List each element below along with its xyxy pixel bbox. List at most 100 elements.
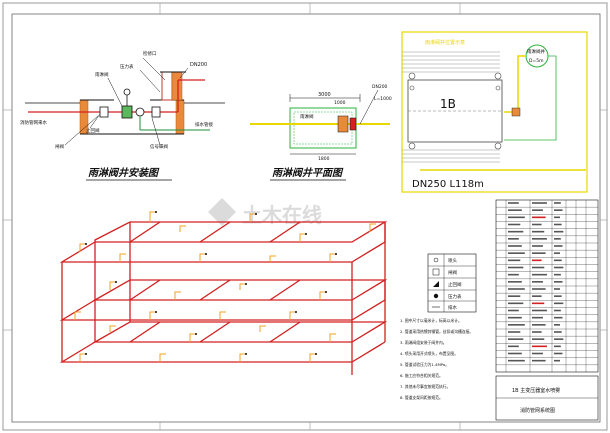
table-cell-text — [554, 302, 564, 305]
sprinkler-heads — [85, 211, 337, 355]
table-cell-text — [554, 316, 563, 319]
note-6: 6. 施工应符合相关规范。 — [400, 373, 443, 378]
table-cell-text — [554, 245, 563, 247]
dim-1800: 1800 — [318, 156, 330, 162]
table-cell-text — [554, 259, 562, 262]
table-cell-text — [532, 266, 545, 269]
note-1: 1. 图中尺寸以毫米计，标高以米计。 — [400, 318, 462, 323]
table-cell-text — [554, 238, 561, 240]
table-cell-text — [532, 295, 542, 297]
table-cell-text — [532, 273, 547, 276]
table-cell-text — [508, 295, 521, 297]
table-cell-text — [554, 202, 561, 204]
legend-row-1: 喷头 — [448, 257, 457, 264]
table-cell-text — [554, 209, 563, 211]
note-2: 2. 管道采用热镀锌钢管，丝扣或沟槽连接。 — [400, 329, 473, 334]
dim-1000: 1000 — [334, 100, 346, 106]
table-cell-text — [532, 331, 542, 333]
inner-border — [11, 13, 601, 423]
table-cell-text — [508, 302, 524, 305]
table-cell-text — [508, 202, 519, 204]
table-cell-text — [532, 324, 546, 326]
table-cell-text — [554, 230, 564, 233]
table-cell-text — [508, 216, 525, 219]
table-cell-text — [532, 359, 546, 362]
table-cell-text — [508, 245, 522, 247]
note-5: 5. 管道试验压力为1.4MPa。 — [400, 362, 449, 367]
table-cell-text — [532, 288, 546, 290]
plan-pipe-note: DN200 — [372, 84, 388, 90]
border-ticks — [3, 3, 607, 430]
legend-row-4: 压力表 — [448, 293, 462, 300]
plan-valve-label: 雨淋阀 — [300, 113, 314, 120]
legend-table: 喷头 闸阀 止回阀 压力表 排水 — [427, 253, 477, 313]
well-size: D=5m — [529, 58, 543, 64]
well-wall-right — [175, 99, 185, 135]
table-cell-text — [508, 230, 524, 233]
table-cell-text — [532, 345, 547, 348]
building-label: 1B — [440, 97, 456, 111]
note-4: 4. 喷头采用开式喷头，布置见图。 — [400, 351, 458, 356]
legend-row-2: 闸阀 — [448, 269, 457, 276]
dim-3000: 3000 — [318, 92, 331, 98]
table-cell-text — [532, 316, 543, 319]
label-pressure-gauge: 压力表 — [120, 63, 134, 70]
site-pipe-label: DN250 L118m — [412, 179, 484, 190]
table-cell-text — [532, 202, 547, 204]
table-cell-text — [554, 216, 560, 219]
title-block: 1B 主变压器室水喷雾 消防管网系统图 — [495, 375, 599, 421]
table-cell-text — [508, 345, 519, 348]
watermark-text: 土木在线 — [242, 203, 322, 227]
table-cell-text — [532, 245, 543, 247]
table-cell-text — [554, 281, 563, 283]
table-cell-text — [508, 338, 524, 340]
sprinkler-risers — [74, 211, 376, 362]
well-name: 雨淋阀井 — [527, 48, 545, 55]
legend-row-3: 止回阀 — [448, 281, 462, 288]
label-dn200: DN200 — [190, 62, 207, 68]
table-cell-text — [554, 295, 562, 297]
label-drain: 排水管接 — [195, 121, 213, 128]
table-cell-text — [508, 331, 521, 333]
table-cell-text — [532, 259, 542, 262]
table-cell-text — [554, 273, 561, 276]
table-cell-text — [554, 338, 564, 340]
table-cell-text — [554, 352, 563, 355]
table-cell-text — [508, 316, 522, 319]
note-7: 7. 其他未尽事宜按规范执行。 — [400, 384, 450, 389]
table-cell-text — [508, 324, 525, 326]
table-cell-text — [532, 302, 545, 305]
valve-well-plan: 3000 1000 DN200 L=1000 雨淋阀 1800 雨淋阀井平面图 — [250, 84, 392, 181]
label-gate-valve: 闸阀 — [55, 143, 64, 150]
table-cell-text — [554, 309, 561, 312]
table-cell-text — [508, 281, 522, 283]
table-cell-text — [554, 331, 562, 333]
label-signal-valve: 信号蝶阀 — [150, 143, 168, 150]
table-cell-text — [532, 238, 547, 240]
table-cell-text — [554, 359, 560, 362]
title-project: 1B 主变压器室水喷雾 — [512, 387, 560, 394]
table-cell-text — [532, 209, 543, 211]
note-3: 3. 雨淋阀组安装于阀井内。 — [400, 340, 447, 345]
plan-title: 雨淋阀井平面图 — [272, 167, 344, 179]
table-cell-text — [508, 223, 521, 226]
title-sheet: 消防管网系统图 — [520, 407, 555, 414]
section-title: 雨淋阀井安装图 — [88, 167, 160, 179]
table-cell-text — [532, 252, 546, 254]
table-cell-text — [508, 352, 522, 355]
site-plan-caption: 雨淋阀井位置示意 — [425, 39, 465, 46]
table-cell-text — [508, 359, 525, 362]
table-cell-text — [554, 223, 562, 226]
label-manhole: 检修口 — [143, 50, 157, 57]
table-cell-text — [554, 252, 560, 254]
table-cell-text — [532, 223, 542, 226]
table-cell-text — [508, 273, 519, 276]
table-cell-text — [554, 345, 561, 348]
table-cell-text — [554, 288, 560, 290]
table-cell-text — [532, 309, 547, 312]
table-cell-text — [508, 238, 519, 240]
plan-length-note: L=1000 — [374, 96, 392, 102]
note-8: 8. 管道支架间距按规范。 — [400, 395, 443, 400]
label-inlet: 消防管网来水 — [20, 119, 47, 126]
table-cell-text — [508, 266, 524, 269]
